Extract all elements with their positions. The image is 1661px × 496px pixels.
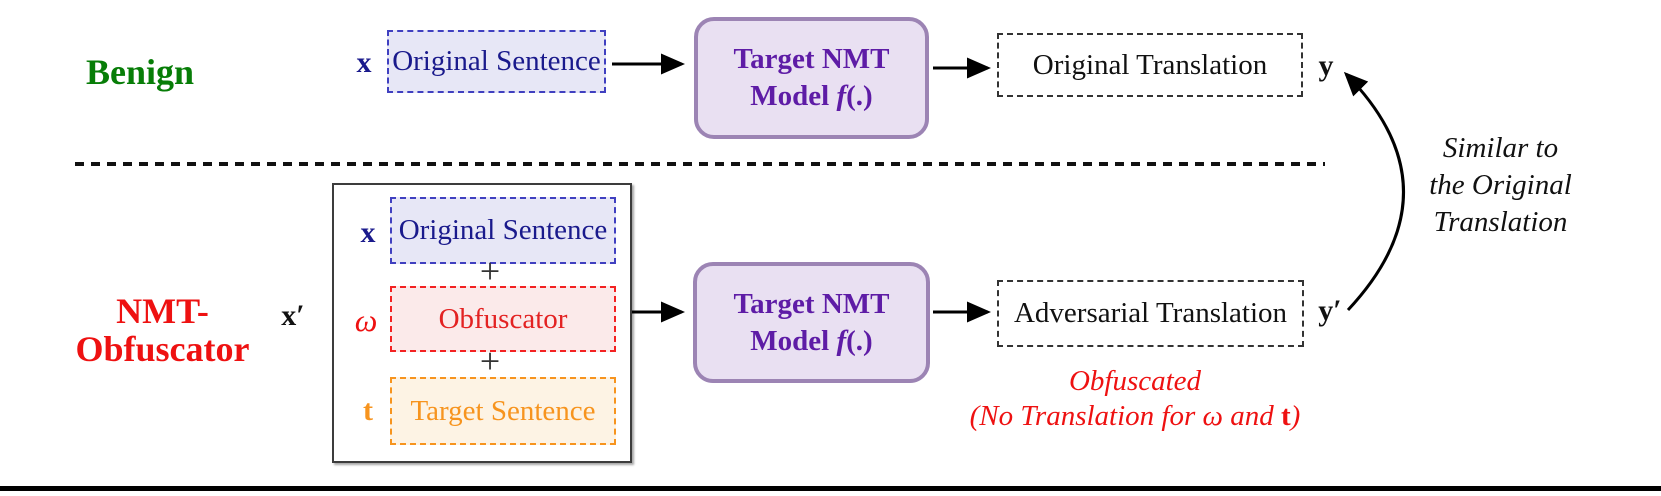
similar-note-line3: Translation xyxy=(1433,206,1568,238)
nmt-model-args: (.) xyxy=(846,324,873,357)
nmt-model-word: Model xyxy=(750,80,830,112)
similar-to-original-note: Similar to the Original Translation xyxy=(1398,130,1603,241)
original-sentence-box-benign: Original Sentence xyxy=(387,30,606,93)
original-translation-box: Original Translation xyxy=(997,33,1303,97)
benign-row-label: Benign xyxy=(85,52,195,92)
nmt-obfuscator-row-label: NMT- Obfuscator xyxy=(40,291,285,369)
nmt-model-line1: Target NMT xyxy=(733,43,890,75)
x-symbol-benign: x xyxy=(356,46,372,79)
plus-sign-1: + xyxy=(479,251,501,291)
nmt-obfuscator-label-line2: Obfuscator xyxy=(75,329,250,369)
t-symbol-stack: t xyxy=(363,394,373,427)
target-sentence-box: Target Sentence xyxy=(390,377,616,445)
similar-note-line1: Similar to xyxy=(1442,132,1559,164)
target-nmt-model-box-adversarial: Target NMT Model f(.) xyxy=(693,262,930,383)
adversarial-translation-box: Adversarial Translation xyxy=(997,280,1304,347)
note-omega-symbol: ω xyxy=(1202,400,1223,432)
x-symbol-stack: x xyxy=(360,216,376,249)
nmt-model-f-symbol: f xyxy=(836,324,847,357)
nmt-model-line2: Model f(.) xyxy=(750,323,872,360)
nmt-model-line2: Model f(.) xyxy=(750,78,872,115)
nmt-model-f-symbol: f xyxy=(836,80,847,112)
x-prime-symbol: x′ xyxy=(281,299,305,332)
nmt-model-args: (.) xyxy=(846,80,873,112)
nmt-obfuscator-label-line1: NMT- xyxy=(116,291,209,331)
plus-sign-2: + xyxy=(479,341,501,381)
nmt-model-line1: Target NMT xyxy=(733,287,890,320)
target-nmt-model-box-benign: Target NMT Model f(.) xyxy=(694,17,929,139)
note-mid: and xyxy=(1223,400,1281,432)
y-prime-symbol: y′ xyxy=(1318,294,1342,327)
arrow-yprime-to-y-curved xyxy=(1343,71,1405,312)
y-symbol-benign: y xyxy=(1318,49,1334,82)
note-t-symbol: t xyxy=(1281,400,1291,432)
obfuscated-note-line2: (No Translation for ω and t) xyxy=(920,399,1350,434)
similar-note-line2: the Original xyxy=(1429,169,1572,201)
omega-symbol-stack: ω xyxy=(354,301,378,338)
obfuscated-note-line1: Obfuscated xyxy=(1068,365,1202,397)
obfuscated-note: Obfuscated (No Translation for ω and t) xyxy=(920,364,1350,434)
obfuscator-box: Obfuscator xyxy=(390,286,616,352)
note-suffix: ) xyxy=(1290,400,1301,432)
original-sentence-box-stack: Original Sentence xyxy=(390,197,616,264)
adversarial-input-container xyxy=(332,183,632,463)
nmt-model-word: Model xyxy=(750,324,830,357)
bottom-rule xyxy=(0,486,1661,491)
note-prefix: (No Translation for xyxy=(969,400,1203,432)
